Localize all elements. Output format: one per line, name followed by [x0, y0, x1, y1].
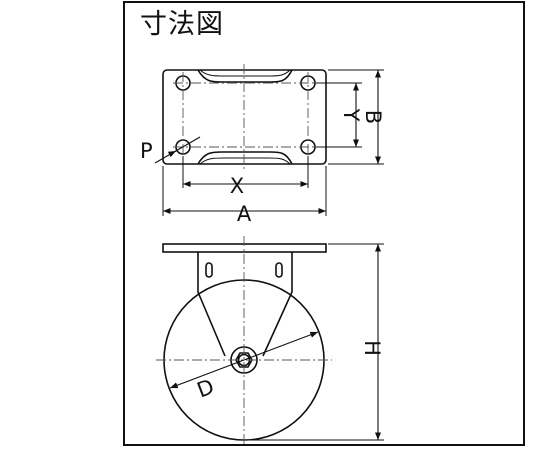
page-title: 寸法図: [140, 9, 224, 40]
top-view-center-lines: [173, 64, 318, 172]
dim-h: [250, 243, 384, 441]
mounting-plate: [162, 243, 327, 253]
dimension-lines: [154, 70, 382, 215]
label-h: H: [360, 340, 384, 356]
extension-lines: [162, 69, 384, 216]
label-a: A: [237, 202, 252, 226]
slot-right: [275, 262, 283, 278]
bolt-holes: [175, 75, 316, 155]
dim-d: [169, 331, 319, 389]
side-view-center-lines: [156, 236, 332, 446]
label-p: P: [140, 139, 153, 163]
label-b: B: [361, 110, 385, 124]
side-view: [162, 243, 327, 441]
slot-left: [205, 262, 213, 278]
dim-p-leader: [154, 136, 201, 164]
label-y: Y: [339, 108, 363, 122]
dim-d-line: [169, 331, 319, 389]
label-d: D: [194, 374, 218, 402]
top-view-plate: [162, 69, 327, 165]
label-x: X: [230, 174, 244, 198]
